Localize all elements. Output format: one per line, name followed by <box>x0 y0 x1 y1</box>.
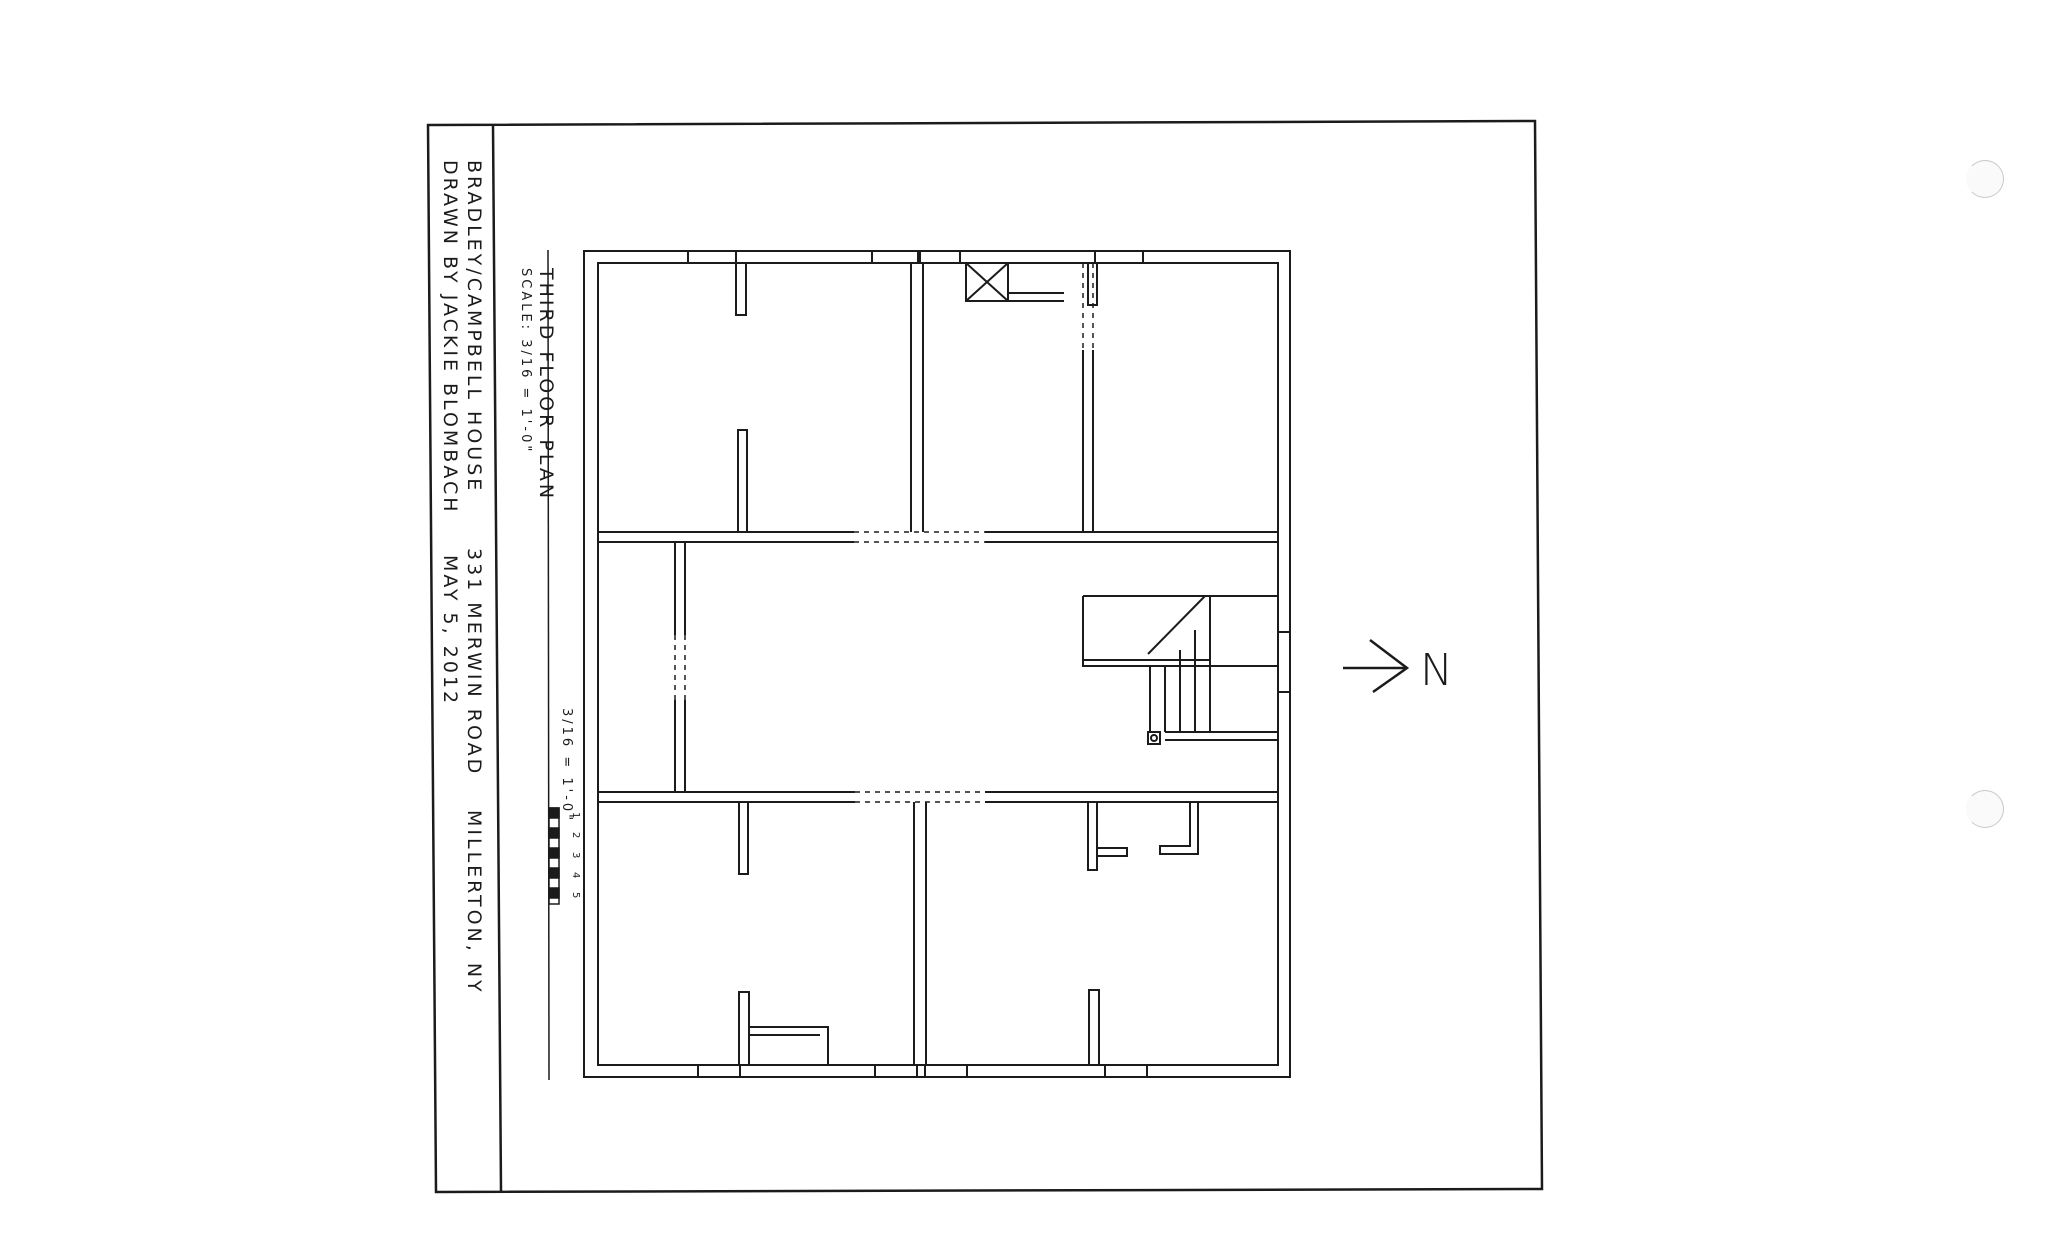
address: 331 MERWIN ROAD <box>463 548 485 776</box>
scale-tick-2: 2 <box>570 832 581 841</box>
closet-lower-left <box>749 1026 829 1065</box>
sheet-border <box>426 119 1544 1194</box>
scale-bar-label: 3/16 = 1'-0" <box>559 708 574 823</box>
partition-walls-horizontal <box>598 531 1278 803</box>
scale-tick-3: 3 <box>570 852 581 861</box>
scale-bar <box>548 807 560 905</box>
scale-tick-4: 4 <box>570 872 581 881</box>
scale-tick-1: 1 <box>570 812 581 821</box>
window-right-wall <box>1277 631 1291 693</box>
scale-rule <box>547 249 550 1081</box>
wall-stubs <box>735 262 1100 1066</box>
north-label: N <box>1420 645 1456 696</box>
punch-hole-bottom <box>1966 790 2004 828</box>
scale-tick-5: 5 <box>570 892 581 901</box>
stairway <box>1082 595 1278 745</box>
plan-title: THIRD FLOOR PLAN <box>535 267 557 501</box>
partition-walls-vertical <box>674 263 1094 1065</box>
door-openings <box>674 263 1094 803</box>
scale-bar-ticks: 1 2 3 4 5 <box>570 812 581 901</box>
date: MAY 5, 2012 <box>439 555 461 706</box>
exterior-walls <box>583 250 1291 1078</box>
windows-top-wall <box>687 250 1144 264</box>
chimney-box <box>965 262 1064 302</box>
plan-scale-label: SCALE: 3/16 = 1'-0" <box>518 268 533 454</box>
closet-lower-right <box>1097 802 1199 857</box>
punch-hole-top <box>1966 160 2004 198</box>
house-name: BRADLEY/CAMPBELL HOUSE <box>463 160 485 493</box>
north-arrow <box>1343 639 1410 694</box>
windows-bottom-wall <box>697 1064 1148 1078</box>
town: MILLERTON, NY <box>463 810 485 995</box>
title-block: BRADLEY/CAMPBELL HOUSE 331 MERWIN ROAD M… <box>463 160 485 995</box>
drawn-by: DRAWN BY JACKIE BLOMBACH <box>439 160 461 515</box>
